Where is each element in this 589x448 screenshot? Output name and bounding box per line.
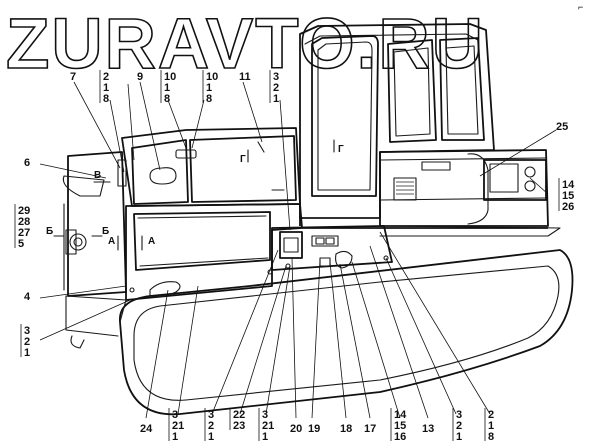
engine-hood	[62, 127, 301, 297]
door-handle-9	[149, 167, 177, 185]
callout-line: 21	[262, 420, 274, 432]
callout-line: 28	[18, 216, 30, 228]
watermark: ZURAVTO.RU	[6, 5, 485, 84]
callout-line: 3	[273, 71, 279, 83]
callout-line: 3	[208, 409, 214, 421]
callout-13: 13	[422, 423, 434, 435]
callout-3-2-1-c: 321	[452, 408, 462, 443]
callout-line: 15	[562, 190, 574, 202]
callout-line: 8	[164, 93, 170, 105]
callout-3-2-1-top: 321	[269, 70, 279, 105]
callout-line: 2	[103, 71, 109, 83]
callout-line: 3	[262, 409, 268, 421]
callout-line: 2	[456, 420, 462, 432]
callout-line: 8	[488, 431, 494, 443]
rear-hood	[379, 149, 561, 237]
callout-11: 11	[239, 71, 251, 83]
callout-line: 14	[562, 179, 575, 191]
callout-9: 9	[137, 71, 143, 83]
callout-17: 17	[364, 423, 376, 435]
callout-line: 22	[233, 409, 245, 421]
view-markers: В Г Г А А Б Б	[46, 139, 344, 251]
right-access-panel	[483, 159, 547, 201]
callout-line: 1	[273, 93, 279, 105]
callout-line: 3	[24, 325, 30, 337]
switch-20	[279, 231, 303, 259]
view-mark-b-left: Б	[46, 226, 53, 237]
callout-line: 1	[103, 82, 109, 94]
callout-line: 21	[172, 420, 184, 432]
callout-line: 16	[394, 431, 406, 443]
callout-line: 2	[273, 82, 279, 94]
callout-2-1-8-bottom: 218	[484, 408, 494, 443]
cab	[299, 23, 495, 219]
callout-2-1-8-top: 218	[99, 70, 109, 105]
callout-line: 8	[103, 93, 109, 105]
cab-door-window	[311, 35, 379, 197]
callout-6: 6	[24, 157, 30, 169]
view-mark-b-right: Б	[102, 226, 109, 237]
callout-line: 5	[18, 238, 24, 250]
callout-line: 23	[233, 420, 245, 432]
view-mark-a1: А	[148, 236, 155, 247]
view-mark-g1: Г	[240, 154, 246, 165]
callout-18: 18	[340, 423, 352, 435]
track-assembly	[65, 249, 574, 416]
access-door-a	[133, 211, 271, 271]
callout-line: 1	[488, 420, 494, 432]
callout-line: 1	[206, 82, 212, 94]
callout-line: 27	[18, 227, 30, 239]
callout-line: 3	[456, 409, 462, 421]
callout-line: 1	[262, 431, 268, 443]
callout-7: 7	[70, 71, 76, 83]
cab-rear-window	[387, 39, 437, 143]
view-mark-b: В	[94, 170, 101, 181]
callout-line: 2	[208, 420, 214, 432]
callout-line: 29	[18, 205, 30, 217]
callout-line: 8	[206, 93, 212, 105]
callout-line: 1	[164, 82, 170, 94]
callout-line: 2	[488, 409, 494, 421]
callout-line: 1	[456, 431, 462, 443]
track-inner	[133, 265, 560, 401]
corner-mark: ⌐	[578, 2, 583, 12]
leader-lines	[39, 81, 557, 419]
callout-line: 1	[208, 431, 214, 443]
callout-line: 14	[394, 409, 407, 421]
callout-19: 19	[308, 423, 320, 435]
callout-4: 4	[24, 291, 31, 303]
hood-door-right	[189, 135, 297, 203]
track-outer	[119, 249, 574, 416]
callout-line: 10	[164, 71, 176, 83]
view-mark-g2: Г	[338, 144, 344, 155]
view-mark-a2: А	[108, 236, 115, 247]
callout-25: 25	[556, 121, 568, 133]
callout-line: 26	[562, 201, 574, 213]
callout-line: 1	[24, 347, 30, 359]
switch-box	[271, 204, 548, 271]
callout-line: 10	[206, 71, 218, 83]
hood-door-left	[131, 139, 189, 205]
cab-side-window	[439, 37, 485, 141]
callout-line: 2	[24, 336, 30, 348]
callout-3-2-1-left: 321	[20, 324, 30, 359]
callout-20: 20	[290, 423, 302, 435]
callout-line: 15	[394, 420, 406, 432]
callout-3-2-1-b: 321	[204, 408, 214, 443]
callout-line: 1	[172, 431, 178, 443]
step-24	[149, 281, 181, 298]
callout-line: 3	[172, 409, 178, 421]
callout-24: 24	[140, 423, 153, 435]
side-panel	[125, 203, 303, 301]
